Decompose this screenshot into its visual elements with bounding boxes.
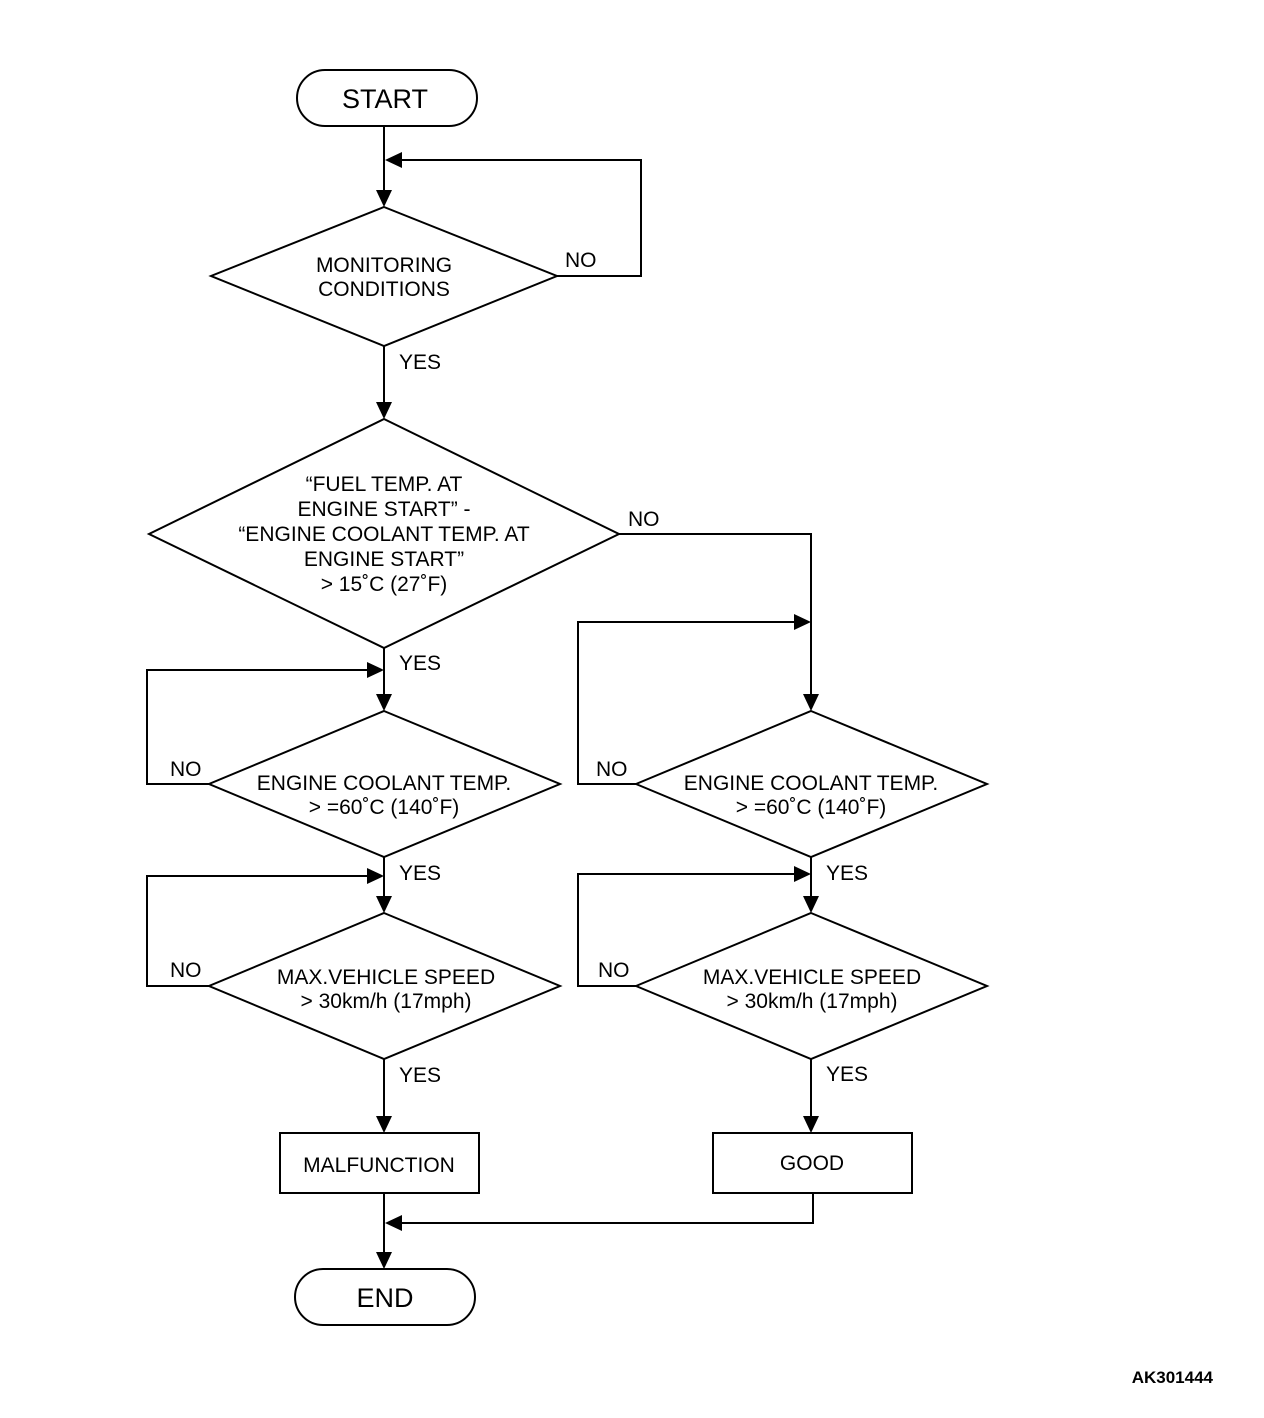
good-box: GOOD	[712, 1132, 913, 1194]
vehicle-speed-decision-right: MAX.VEHICLE SPEED > 30km/h (17mph)	[633, 911, 990, 1061]
monitoring-line-1: MONITORING	[316, 254, 452, 277]
speed-right-line-1: MAX.VEHICLE SPEED	[703, 966, 921, 989]
start-label: START	[342, 84, 428, 114]
yes-label-speed-left: YES	[399, 1064, 441, 1087]
coolant-left-line-1: ENGINE COOLANT TEMP.	[257, 772, 511, 795]
vehicle-speed-decision-left: MAX.VEHICLE SPEED > 30km/h (17mph)	[206, 911, 563, 1061]
fuel-line-4: ENGINE START”	[304, 548, 464, 571]
connectors	[146, 126, 819, 1269]
speed-left-line-1: MAX.VEHICLE SPEED	[277, 966, 495, 989]
monitoring-conditions-decision: MONITORING CONDITIONS	[208, 205, 560, 348]
fuel-line-5: > 15˚C (27˚F)	[321, 573, 448, 596]
fuel-line-1: “FUEL TEMP. AT	[306, 473, 463, 496]
yes-label-speed-right: YES	[826, 1063, 868, 1086]
speed-right-line-2: > 30km/h (17mph)	[727, 990, 898, 1013]
no-label-coolant-right: NO	[596, 758, 628, 781]
malfunction-box: MALFUNCTION	[279, 1132, 480, 1194]
branch-labels: NO YES NO YES NO NO YES YES NO NO YES YE…	[170, 249, 868, 1087]
end-label: END	[356, 1283, 413, 1313]
yes-label-fuel: YES	[399, 652, 441, 675]
coolant-temp-decision-right: ENGINE COOLANT TEMP. > =60˚C (140˚F)	[633, 709, 990, 859]
fuel-line-2: ENGINE START” -	[297, 498, 470, 521]
start-node: START	[296, 69, 478, 127]
yes-label-monitoring: YES	[399, 351, 441, 374]
yes-label-coolant-right: YES	[826, 862, 868, 885]
monitoring-line-2: CONDITIONS	[318, 278, 450, 301]
fuel-temp-decision: “FUEL TEMP. AT ENGINE START” - “ENGINE C…	[146, 417, 622, 650]
no-label-speed-right: NO	[598, 959, 630, 982]
coolant-left-line-2: > =60˚C (140˚F)	[309, 796, 460, 819]
coolant-right-line-1: ENGINE COOLANT TEMP.	[684, 772, 938, 795]
figure-code: AK301444	[1132, 1368, 1214, 1387]
yes-label-coolant-left: YES	[399, 862, 441, 885]
no-label-monitoring: NO	[565, 249, 597, 272]
no-label-fuel: NO	[628, 508, 660, 531]
good-label: GOOD	[780, 1152, 844, 1175]
coolant-right-line-2: > =60˚C (140˚F)	[736, 796, 887, 819]
no-label-speed-left: NO	[170, 959, 202, 982]
malfunction-label: MALFUNCTION	[303, 1154, 455, 1177]
fuel-line-3: “ENGINE COOLANT TEMP. AT	[238, 523, 530, 546]
coolant-temp-decision-left: ENGINE COOLANT TEMP. > =60˚C (140˚F)	[206, 709, 563, 859]
end-node: END	[294, 1268, 476, 1326]
speed-left-line-2: > 30km/h (17mph)	[301, 990, 472, 1013]
no-label-coolant-left: NO	[170, 758, 202, 781]
